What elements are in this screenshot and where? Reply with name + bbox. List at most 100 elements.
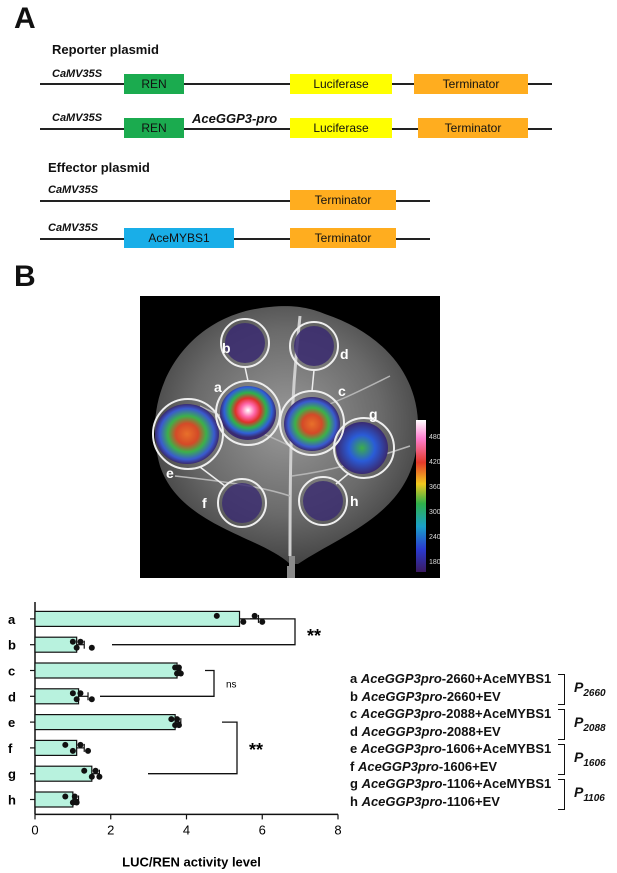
data-point <box>88 696 95 703</box>
legend-gene: AceGGP3pro <box>357 758 439 774</box>
legend-row: f AceGGP3pro-1606+EV <box>350 759 497 774</box>
category-label: b <box>8 638 16 653</box>
legend-gene: AceGGP3pro <box>361 776 443 791</box>
spot-label: d <box>340 346 349 362</box>
data-point <box>213 612 220 619</box>
spot-label: h <box>350 493 359 509</box>
legend-row: c AceGGP3pro-2088+AceMYBS1 <box>350 706 551 721</box>
promoter-group-label: P2088 <box>574 714 606 734</box>
legend-row: d AceGGP3pro-2088+EV <box>350 724 501 739</box>
colorbar <box>416 420 426 572</box>
legend-brace <box>558 779 565 810</box>
legend-gene: AceGGP3pro <box>360 706 442 721</box>
ren-box: REN <box>124 74 184 94</box>
terminator-box: Terminator <box>414 74 528 94</box>
terminator-box: Terminator <box>290 228 396 248</box>
legend-row: h AceGGP3pro-1106+EV <box>350 794 500 809</box>
significance-bracket <box>112 618 296 646</box>
data-point <box>88 644 95 651</box>
legend-gene: AceGGP3pro <box>361 688 443 704</box>
data-point <box>85 747 92 754</box>
legend-letter: c <box>350 706 361 721</box>
legend-letter: h <box>350 793 362 809</box>
x-tick-label: 6 <box>259 822 266 837</box>
significance-bracket <box>100 669 215 697</box>
category-label: a <box>8 612 16 627</box>
promoter-label: CaMV35S <box>52 112 103 124</box>
legend-row: a AceGGP3pro-2660+AceMYBS1 <box>350 671 551 686</box>
legend-brace <box>558 744 565 775</box>
promoter-group-label: P1106 <box>574 784 605 804</box>
bar <box>34 739 78 756</box>
legend-suffix: -2660+AceMYBS1 <box>441 671 552 686</box>
significance-label: ns <box>226 679 237 690</box>
colorbar-tick: 3600 <box>429 484 440 491</box>
data-point <box>81 767 88 774</box>
data-point <box>69 638 76 645</box>
legend-suffix: -1606+AceMYBS1 <box>441 741 552 756</box>
acemybs1-box: AceMYBS1 <box>124 228 234 248</box>
data-point <box>92 767 99 774</box>
data-point <box>77 690 84 697</box>
bar <box>34 610 241 627</box>
promoter-group-label: P1606 <box>574 749 606 769</box>
legend-letter: a <box>350 671 361 686</box>
data-point <box>174 716 181 723</box>
legend-suffix: -2088+AceMYBS1 <box>441 706 552 721</box>
data-point <box>240 618 247 625</box>
colorbar-tick: 3000 <box>429 509 440 516</box>
data-point <box>62 741 69 748</box>
legend-gene: AceGGP3pro <box>361 723 443 739</box>
significance-label: ** <box>307 626 321 646</box>
legend-gene: AceGGP3pro <box>361 793 443 809</box>
promoter-label: CaMV35S <box>48 184 99 196</box>
panel-b-label: B <box>14 260 36 293</box>
legend-suffix: -1606+EV <box>438 758 498 774</box>
colorbar-tick: 4800 <box>429 434 440 441</box>
ren-box: REN <box>124 118 184 138</box>
legend-brace <box>558 674 565 705</box>
data-point <box>259 618 266 625</box>
luciferase-box: Luciferase <box>290 118 392 138</box>
data-point <box>73 696 80 703</box>
legend-suffix: -2088+EV <box>442 723 501 739</box>
promoter-label: CaMV35S <box>48 222 99 234</box>
colorbar-tick: 2400 <box>429 534 440 541</box>
spot-label: e <box>166 465 174 481</box>
promoter-group-label: P2660 <box>574 679 606 699</box>
promoter-label: CaMV35S <box>52 68 103 80</box>
data-point <box>77 638 84 645</box>
category-label: h <box>8 793 16 808</box>
legend-suffix: -1106+AceMYBS1 <box>442 776 552 791</box>
spot-label: a <box>214 379 222 395</box>
plasmid-backbone <box>40 200 430 202</box>
spot-label: g <box>369 406 378 422</box>
legend-suffix: -2660+EV <box>442 688 501 704</box>
data-point <box>251 612 258 619</box>
data-point <box>175 664 182 671</box>
category-label: e <box>8 715 15 730</box>
x-tick-label: 0 <box>31 822 38 837</box>
spot-label: b <box>222 340 231 356</box>
x-tick-label: 4 <box>183 822 190 837</box>
data-point <box>168 716 175 723</box>
legend-suffix: -1106+EV <box>442 793 500 809</box>
legend-row: b AceGGP3pro-2660+EV <box>350 689 501 704</box>
x-axis-label: LUC/REN activity level <box>122 854 261 869</box>
colorbar-tick: 4200 <box>429 459 440 466</box>
data-point <box>73 799 80 806</box>
category-label: f <box>8 741 13 756</box>
category-label: g <box>8 767 16 782</box>
data-point <box>62 793 69 800</box>
data-point <box>175 722 182 729</box>
category-label: d <box>8 689 16 704</box>
spot-label: c <box>338 383 346 399</box>
promoter-insert-label: AceGGP3-pro <box>192 111 278 126</box>
legend-row: g AceGGP3pro-1106+AceMYBS1 <box>350 776 551 791</box>
leaf-luminescence-image: b d a c g e f h 4800 4200 3600 3000 2400… <box>140 296 440 578</box>
legend-letter: f <box>350 758 358 774</box>
effector-title: Effector plasmid <box>48 160 150 175</box>
significance-label: ** <box>249 740 263 760</box>
